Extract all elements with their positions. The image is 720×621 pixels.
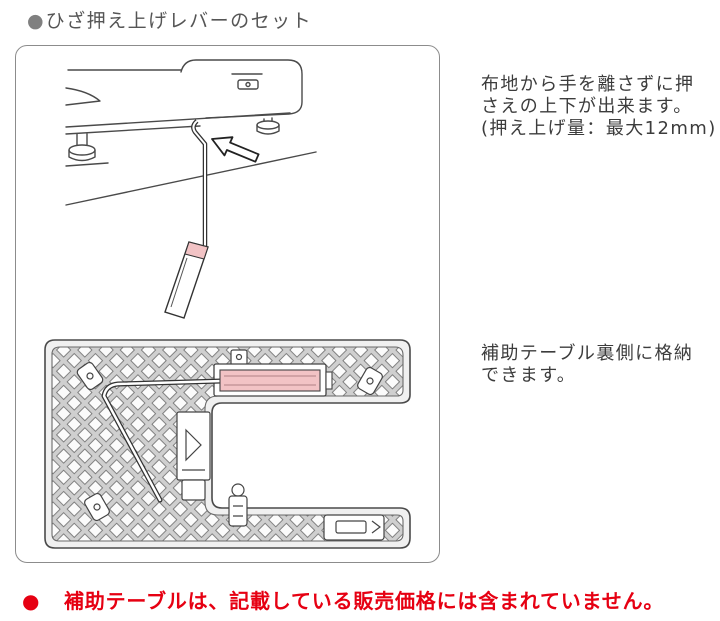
description-lever-storage: 補助テーブル裏側に格納 できます。 (481, 343, 693, 387)
table-front-edge (65, 151, 317, 206)
lever-handle-highlight (184, 241, 209, 260)
price-note: 補助テーブルは、記載している販売価格には含まれていません。 (64, 589, 665, 613)
table-inner-outline (51, 346, 404, 542)
description-lever-function: 布地から手を離さずに押 さえの上下が出来ます。 (押え上げ量：最大12mm) (481, 74, 717, 140)
note-bullet: ● (22, 589, 40, 613)
stored-lever (101, 363, 333, 503)
machine-bed-lower-edge (65, 125, 201, 135)
table-right-clip (323, 514, 385, 541)
machine-switch (231, 73, 263, 90)
table-back-edge (65, 162, 109, 167)
description-line: さえの上下が出来ます。 (481, 96, 693, 117)
table-bottom-clip (228, 483, 248, 527)
section-heading: ●ひざ押え上げレバーのセット (27, 7, 312, 35)
description-line: (押え上げ量：最大12mm) (481, 118, 717, 139)
auxiliary-table-underside (44, 339, 411, 549)
machine-bed-curve (65, 87, 101, 106)
heading-bullet: ● (27, 10, 44, 32)
storage-clip (76, 349, 383, 522)
machine-free-arm (180, 59, 303, 119)
direction-arrow (211, 136, 260, 163)
description-line: 補助テーブル裏側に格納 (481, 343, 694, 364)
machine-foot-left (68, 133, 96, 162)
description-line: 布地から手を離さずに押 (481, 74, 695, 95)
sewing-machine-illustration (65, 59, 317, 206)
heading-text: ひざ押え上げレバーのセット (45, 10, 313, 32)
machine-bed-front-edge (65, 112, 291, 128)
machine-foot-right (256, 117, 280, 135)
description-line: できます。 (481, 365, 577, 386)
stored-lever-highlight (219, 369, 321, 392)
table-center-bracket (176, 411, 211, 501)
lever-handle (164, 241, 209, 319)
knee-lift-lever (164, 119, 209, 319)
